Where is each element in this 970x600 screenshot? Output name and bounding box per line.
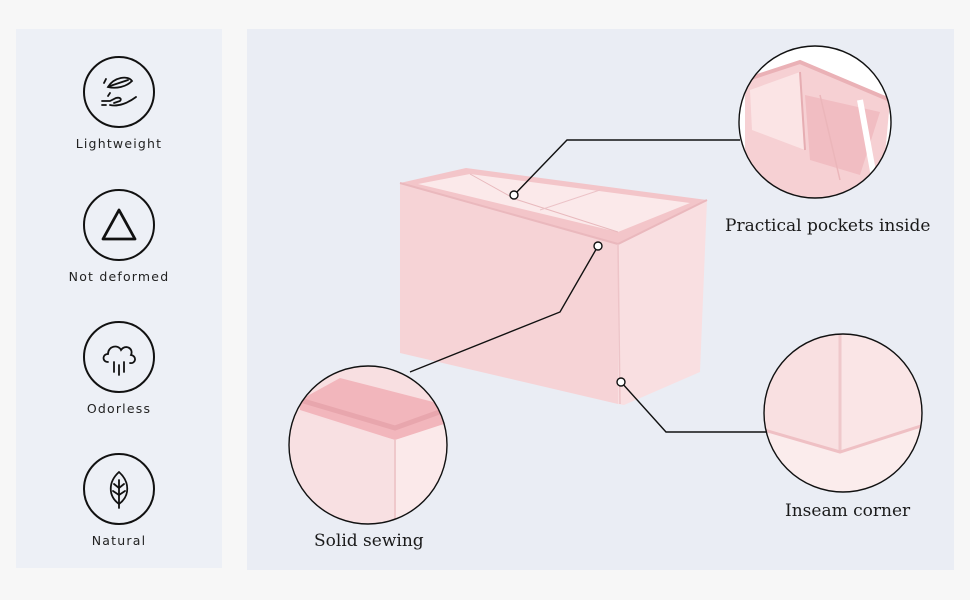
feather-hand-icon xyxy=(83,56,155,128)
triangle-icon xyxy=(83,189,155,261)
callout-lines xyxy=(409,139,767,433)
zoom-pockets xyxy=(738,45,892,199)
feature-not-deformed: Not deformed xyxy=(16,189,222,284)
feature-lightweight: Lightweight xyxy=(16,56,222,151)
feature-label: Not deformed xyxy=(68,269,170,284)
cloud-icon xyxy=(83,321,155,393)
callout-dots xyxy=(509,190,626,387)
feature-label: Natural xyxy=(91,533,147,548)
feature-label: Lightweight xyxy=(75,136,163,151)
features-panel: Lightweight Not deformed Odorless xyxy=(16,29,222,568)
organizer-box xyxy=(399,168,708,405)
feature-odorless: Odorless xyxy=(16,321,222,416)
leaf-icon xyxy=(83,453,155,525)
callout-sewing-label: Solid sewing xyxy=(314,531,424,551)
callout-corner-label: Inseam corner xyxy=(785,501,911,521)
feature-natural: Natural xyxy=(16,453,222,548)
feature-label: Odorless xyxy=(86,401,152,416)
zoom-corner xyxy=(763,333,923,493)
callout-pockets-label: Practical pockets inside xyxy=(725,216,931,236)
zoom-sewing xyxy=(288,365,448,525)
